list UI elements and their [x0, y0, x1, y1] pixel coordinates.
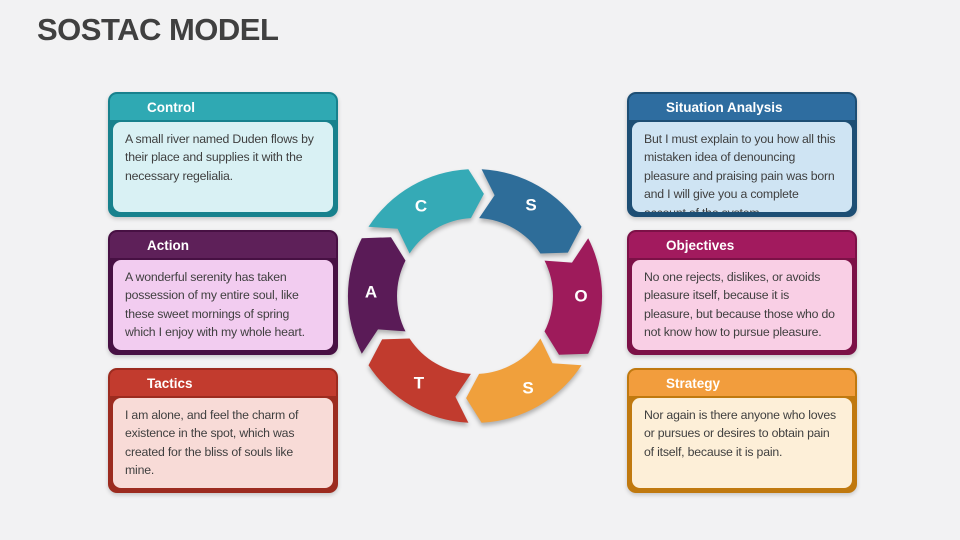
card-objectives-header: Objectives	[629, 232, 855, 258]
cycle-segment-strategy-icon	[466, 338, 582, 423]
cycle-segment-control-icon	[368, 169, 484, 254]
card-action-header: Action	[110, 232, 336, 258]
card-strategy-header: Strategy	[629, 370, 855, 396]
cycle-segment-action-icon	[347, 237, 406, 354]
card-tactics-body: I am alone, and feel the charm of existe…	[113, 398, 333, 488]
cycle-letter-control: C	[415, 197, 427, 216]
cycle-letter-action: A	[365, 283, 377, 302]
card-action-body: A wonderful serenity has taken possessio…	[113, 260, 333, 350]
cycle-letter-tactics: T	[414, 374, 425, 393]
card-situation-analysis-text: But I must explain to you how all this m…	[644, 132, 836, 212]
cycle-letter-situation: S	[525, 196, 536, 215]
card-tactics: Tactics I am alone, and feel the charm o…	[108, 368, 338, 493]
card-situation-analysis-header: Situation Analysis	[629, 94, 855, 120]
card-objectives-body: No one rejects, dislikes, or avoids plea…	[632, 260, 852, 350]
card-control: Control A small river named Duden flows …	[108, 92, 338, 217]
cycle-segment-objectives-icon	[544, 238, 603, 355]
card-control-body: A small river named Duden flows by their…	[113, 122, 333, 212]
card-objectives: Objectives No one rejects, dislikes, or …	[627, 230, 857, 355]
card-control-header: Control	[110, 94, 336, 120]
card-tactics-header: Tactics	[110, 370, 336, 396]
cycle-segment-tactics-icon	[368, 338, 471, 423]
card-tactics-text: I am alone, and feel the charm of existe…	[125, 408, 299, 478]
card-action: Action A wonderful serenity has taken po…	[108, 230, 338, 355]
card-objectives-text: No one rejects, dislikes, or avoids plea…	[644, 270, 835, 340]
card-control-text: A small river named Duden flows by their…	[125, 132, 314, 183]
cycle-letter-objectives: O	[574, 287, 587, 306]
cycle-segment-situation-icon	[479, 169, 582, 254]
slide-title: SOSTAC MODEL	[37, 12, 279, 47]
card-strategy-body: Nor again is there anyone who loves or p…	[632, 398, 852, 488]
card-action-text: A wonderful serenity has taken possessio…	[125, 270, 305, 340]
card-strategy-text: Nor again is there anyone who loves or p…	[644, 408, 836, 459]
card-strategy: Strategy Nor again is there anyone who l…	[627, 368, 857, 493]
card-situation-analysis-body: But I must explain to you how all this m…	[632, 122, 852, 212]
card-situation-analysis: Situation Analysis But I must explain to…	[627, 92, 857, 217]
cycle-letter-strategy: S	[522, 379, 533, 398]
